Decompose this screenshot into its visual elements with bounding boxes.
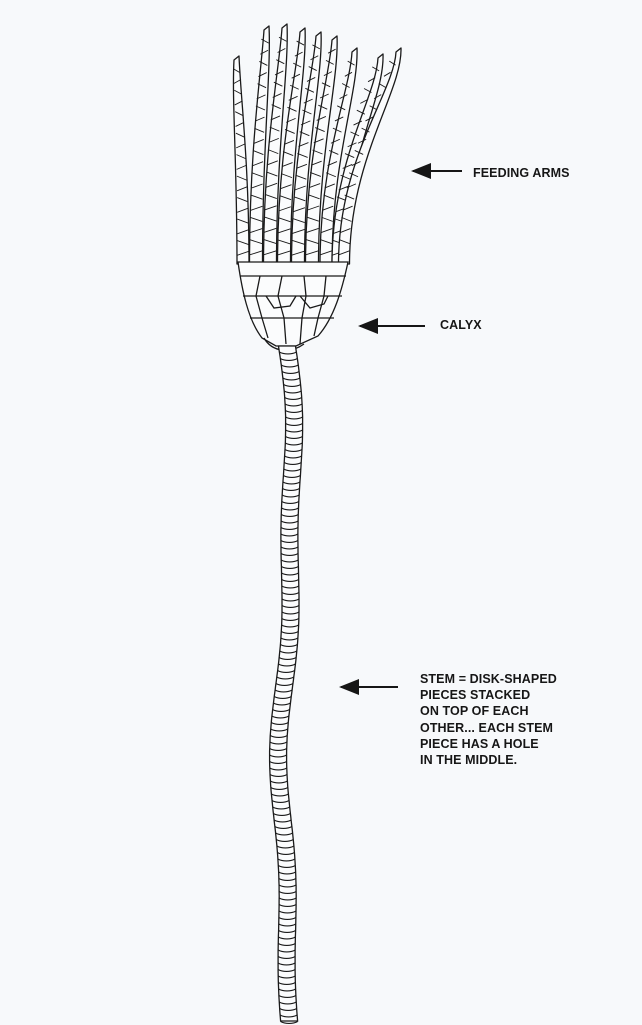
- calyx-label: CALYX: [440, 318, 482, 332]
- stem-label-line: PIECE HAS A HOLE: [420, 736, 557, 752]
- stem-disk: [281, 1022, 298, 1024]
- calyx-drawing: [238, 262, 348, 350]
- feeding-arms-drawing: [233, 24, 401, 264]
- feeding-arms-label: FEEDING ARMS: [473, 166, 570, 180]
- stem-label-line: PIECES STACKED: [420, 687, 557, 703]
- stem-label-line: OTHER... EACH STEM: [420, 720, 557, 736]
- stem-drawing: [270, 346, 303, 1023]
- stem-description-label: STEM = DISK-SHAPED PIECES STACKED ON TOP…: [420, 671, 557, 768]
- stem-label-line: IN THE MIDDLE.: [420, 752, 557, 768]
- pointer-arrows: [341, 171, 462, 687]
- stem-label-line: STEM = DISK-SHAPED: [420, 671, 557, 687]
- stem-label-line: ON TOP OF EACH: [420, 703, 557, 719]
